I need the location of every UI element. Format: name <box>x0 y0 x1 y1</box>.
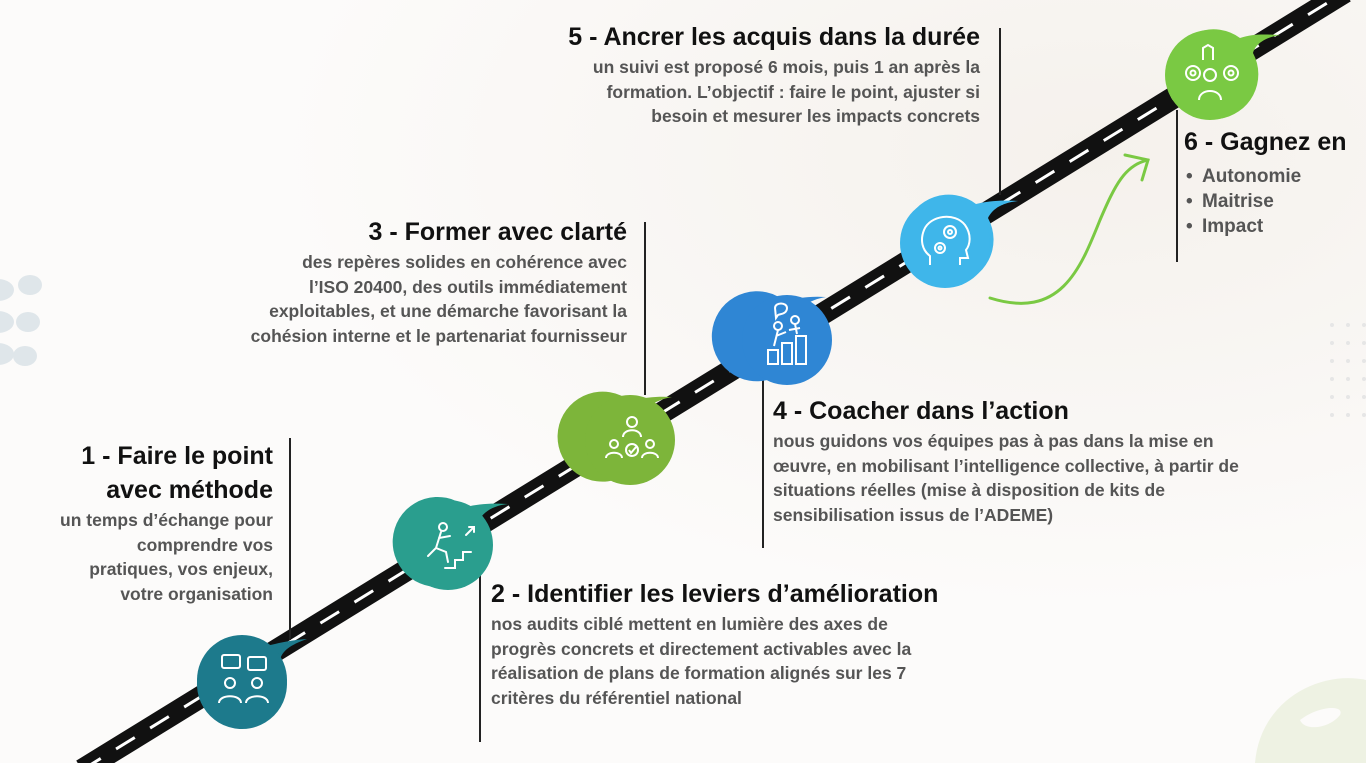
step-2-desc-line: progrès concrets et directement activabl… <box>491 638 912 659</box>
step-1-text: 1 - Faire le point avec méthode un temps… <box>0 440 273 606</box>
step-1-desc-line: pratiques, vos enjeux, <box>89 559 273 579</box>
step-1-description: un temps d’échange pour comprendre vos p… <box>0 508 273 606</box>
step-6-benefits-list: Autonomie Maitrise Impact <box>1184 164 1366 239</box>
coaching-steps-icon <box>767 302 807 365</box>
step-4-desc-line: sensibilisation issus de l’ADEME) <box>773 504 1054 525</box>
decorative-dots-left <box>0 275 42 366</box>
step-5-desc-line: un suivi est proposé 6 mois, puis 1 an a… <box>592 57 980 77</box>
step-5-text: 5 - Ancrer les acquis dans la durée un s… <box>480 21 980 129</box>
benefit-item: Maitrise <box>1184 189 1366 214</box>
teamwork-gears-icon <box>1185 43 1239 101</box>
step-6-title: 6 - Gagnez en <box>1184 128 1347 156</box>
step-5-pin <box>900 194 1018 288</box>
growth-arrow <box>988 153 1150 305</box>
step-4-desc-line: situations réelles (mise à disposition d… <box>773 480 1165 500</box>
decorative-dot-grid <box>1330 323 1366 417</box>
step-5-desc-line: formation. L’objectif : faire le point, … <box>606 81 980 102</box>
step-5-desc-line: besoin et mesurer les impacts concrets <box>651 106 980 126</box>
step-6-pin <box>1165 29 1280 120</box>
step-2-text: 2 - Identifier les leviers d’amélioratio… <box>491 578 1051 710</box>
step-1-desc-line: comprendre vos <box>136 534 273 555</box>
step-3-desc-line: exploitables, et une démarche favorisant… <box>269 301 627 321</box>
step-1-desc-line: votre organisation <box>120 583 273 604</box>
step-4-description: nous guidons vos équipes pas à pas dans … <box>773 429 1358 527</box>
step-5-title: 5 - Ancrer les acquis dans la durée <box>568 23 980 51</box>
step-2-desc-line: critères du référentiel national <box>491 687 742 708</box>
step-3-desc-line: cohésion interne et le partenariat fourn… <box>250 325 627 346</box>
team-check-icon <box>605 416 659 459</box>
decorative-leaf <box>1255 678 1366 763</box>
step-4-text: 4 - Coacher dans l’action nous guidons v… <box>773 395 1358 527</box>
step-3-desc-line: l’ISO 20400, des outils immédiatement <box>308 276 627 297</box>
benefit-item: Impact <box>1184 214 1366 239</box>
step-1-title-line-1: 1 - Faire le point <box>81 442 273 470</box>
step-5-description: un suivi est proposé 6 mois, puis 1 an a… <box>480 55 980 129</box>
step-3-description: des repères solides en cohérence avec l’… <box>140 250 627 348</box>
step-3-pin <box>557 391 675 485</box>
step-4-pin <box>711 291 832 385</box>
step-3-desc-line: des repères solides en cohérence avec <box>302 252 627 272</box>
step-4-title: 4 - Coacher dans l’action <box>773 397 1069 425</box>
step-1-title-line-2: avec méthode <box>106 476 273 504</box>
step-1-pin <box>196 635 307 730</box>
discussion-people-icon <box>218 654 269 704</box>
step-2-desc-line: réalisation de plans de formation aligné… <box>491 663 907 683</box>
step-2-description: nos audits ciblé mettent en lumière des … <box>491 612 1051 710</box>
step-2-title: 2 - Identifier les leviers d’amélioratio… <box>491 580 939 608</box>
climbing-growth-icon <box>427 522 475 569</box>
step-4-desc-line: œuvre, en mobilisant l’intelligence coll… <box>773 455 1239 476</box>
step-1-desc-line: un temps d’échange pour <box>60 510 273 530</box>
head-gears-icon <box>921 215 971 265</box>
step-4-desc-line: nous guidons vos équipes pas à pas dans … <box>773 431 1214 451</box>
step-3-title: 3 - Former avec clarté <box>368 218 627 246</box>
step-2-pin <box>392 496 508 590</box>
step-3-text: 3 - Former avec clarté des repères solid… <box>140 216 627 348</box>
step-2-desc-line: nos audits ciblé mettent en lumière des … <box>491 614 888 634</box>
step-6-text: 6 - Gagnez en Autonomie Maitrise Impact <box>1184 126 1366 239</box>
road <box>76 0 1351 763</box>
benefit-item: Autonomie <box>1184 164 1366 189</box>
